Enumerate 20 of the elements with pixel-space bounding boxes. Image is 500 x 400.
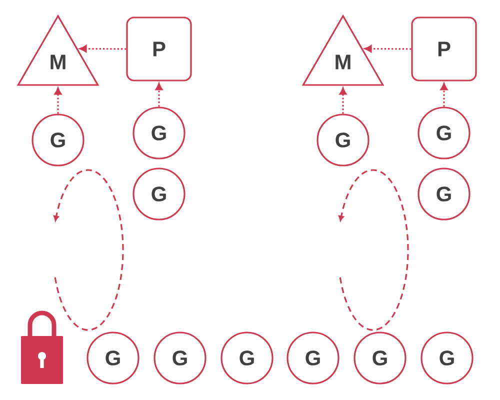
rounded-square-node: P <box>411 16 477 82</box>
arrow <box>54 88 62 114</box>
circle-node: G <box>132 106 186 160</box>
arrow <box>364 45 412 52</box>
circle-node: G <box>418 106 470 160</box>
arrow <box>440 83 448 107</box>
arrow <box>80 45 126 52</box>
circle-node: G <box>86 332 140 384</box>
circle-node: G <box>132 168 186 220</box>
circle-node: G <box>420 332 474 384</box>
circle-node: G <box>220 332 274 384</box>
circle-node: G <box>154 332 206 384</box>
rounded-square-node: P <box>126 16 192 82</box>
circle-node: G <box>418 168 470 220</box>
circle-node: G <box>354 332 406 384</box>
circle-node: G <box>286 332 340 384</box>
arrow <box>339 88 347 114</box>
arrow <box>155 83 163 107</box>
circle-node: G <box>32 114 84 166</box>
circle-node: G <box>316 114 370 166</box>
